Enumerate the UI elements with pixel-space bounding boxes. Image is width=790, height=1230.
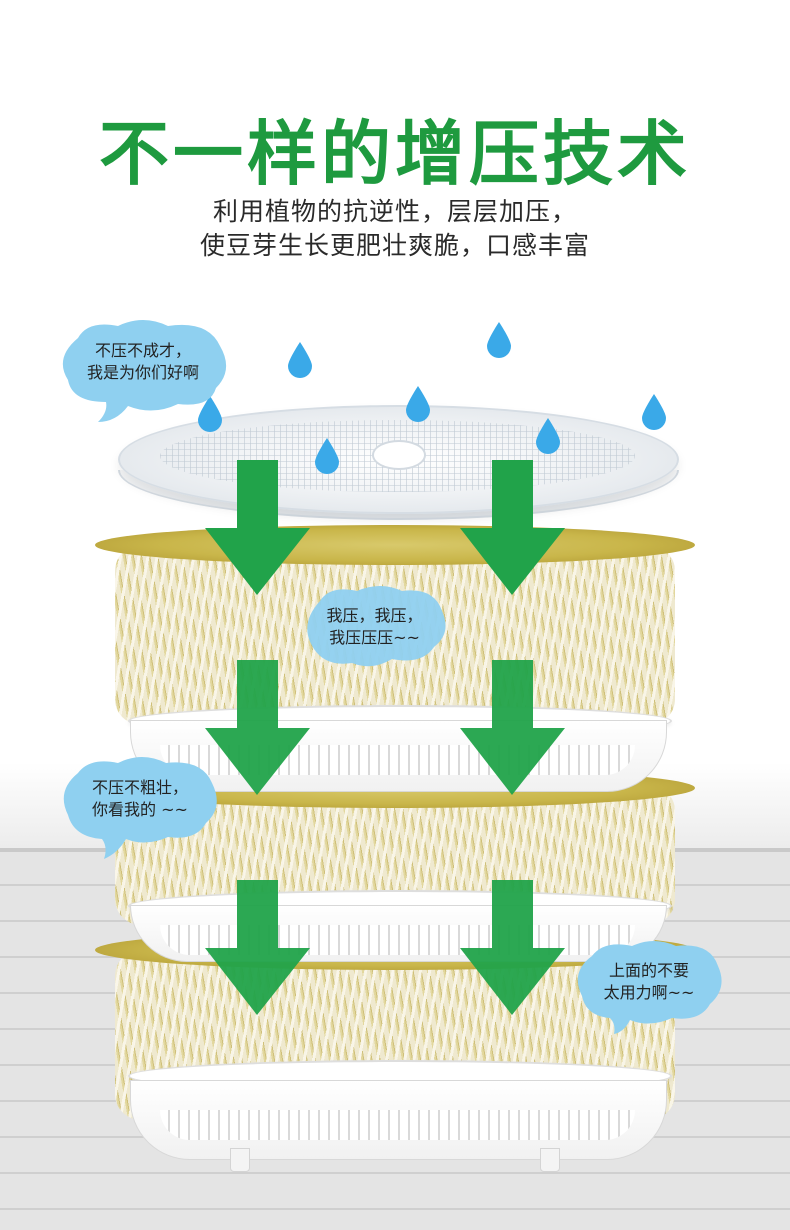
bubble-line: 上面的不要	[608, 961, 689, 980]
water-drop-icon	[642, 394, 666, 430]
tray-foot-left	[230, 1148, 250, 1172]
bubble-line: 我压，我压，	[326, 606, 423, 625]
speech-bubble-middle-layer: 不压不粗壮， 你看我的 ~~	[60, 755, 220, 860]
bubble-line: 不压不成才，	[94, 341, 191, 360]
tray-vents-bottom	[160, 1110, 635, 1140]
bubble-line: 我是为你们好啊	[86, 363, 199, 382]
lid-hub	[372, 440, 426, 470]
down-arrow-icon	[205, 660, 310, 795]
bubble-line: 太用力啊~~	[603, 983, 695, 1002]
bubble-line: 我压压压~~	[329, 628, 420, 647]
speech-bubble-lid: 不压不成才， 我是为你们好啊	[58, 318, 228, 423]
water-drop-icon	[288, 342, 312, 378]
water-drop-icon	[198, 396, 222, 432]
down-arrow-icon	[460, 460, 565, 595]
water-drop-icon	[315, 438, 339, 474]
subtitle-line-2: 使豆芽生长更肥壮爽脆，口感丰富	[199, 231, 590, 260]
tray-foot-right	[540, 1148, 560, 1172]
down-arrow-icon	[205, 880, 310, 1015]
sprout-top-top	[95, 525, 695, 565]
down-arrow-icon	[205, 460, 310, 595]
water-drop-icon	[406, 386, 430, 422]
water-drop-icon	[487, 322, 511, 358]
down-arrow-icon	[460, 660, 565, 795]
subtitle-line-1: 利用植物的抗逆性，层层加压，	[212, 197, 577, 226]
headline: 不一样的增压技术	[99, 113, 691, 195]
speech-bubble-bottom-layer: 上面的不要 太用力啊~~	[574, 940, 724, 1035]
bubble-line: 不压不粗壮，	[91, 778, 188, 797]
bubble-line: 你看我的 ~~	[92, 800, 188, 819]
speech-bubble-top-layer: 我压，我压， 我压压压~~	[302, 585, 447, 675]
down-arrow-icon	[460, 880, 565, 1015]
water-drop-icon	[536, 418, 560, 454]
